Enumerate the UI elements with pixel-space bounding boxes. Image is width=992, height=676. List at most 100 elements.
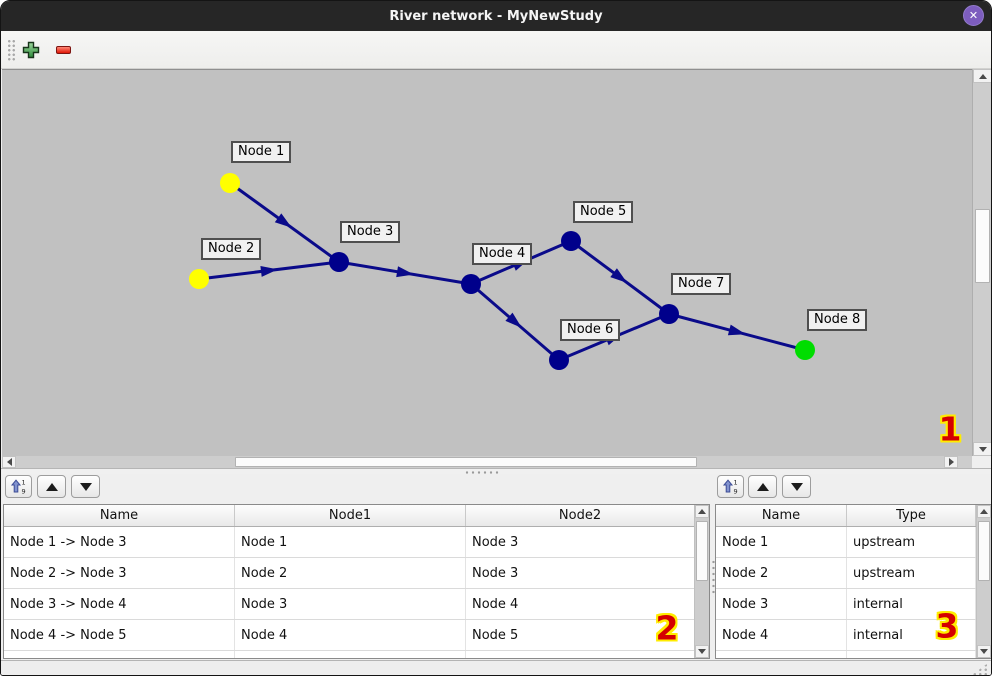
node-label[interactable]: Node 5: [573, 201, 634, 223]
scroll-up-button[interactable]: [977, 505, 991, 518]
nodes-sort-button[interactable]: 1 9: [717, 475, 744, 498]
arrow-right-icon: [948, 458, 954, 466]
table-cell: Node 5: [466, 620, 695, 650]
node-label[interactable]: Node 3: [340, 221, 401, 243]
move-up-icon: [45, 482, 58, 491]
add-button[interactable]: [18, 37, 44, 63]
edge-arrow-icon: [727, 324, 746, 336]
graph-node[interactable]: [220, 173, 240, 193]
splitter-handle-icon: [712, 559, 715, 597]
edges-move-down-button[interactable]: [71, 475, 100, 498]
graph-node[interactable]: [329, 252, 349, 272]
graph-node[interactable]: [795, 340, 815, 360]
splitter-handle-icon: [464, 471, 500, 474]
table-cell: [847, 651, 976, 658]
vscroll-thumb[interactable]: [975, 209, 990, 283]
arrow-down-icon: [980, 649, 988, 654]
scroll-up-button[interactable]: [973, 69, 991, 83]
vscroll-thumb[interactable]: [696, 521, 708, 581]
node-label[interactable]: Node 6: [560, 319, 621, 341]
column-header-type[interactable]: Type: [847, 505, 976, 526]
remove-button[interactable]: [50, 37, 76, 63]
table-cell: Node 4: [716, 620, 847, 650]
main-toolbar: [1, 31, 991, 69]
scroll-down-button[interactable]: [695, 645, 709, 658]
status-strip: [1, 660, 991, 675]
pane-splitter-horizontal[interactable]: [1, 468, 991, 474]
scroll-down-button[interactable]: [977, 645, 991, 658]
node-label[interactable]: Node 4: [472, 243, 533, 265]
resize-grip[interactable]: [972, 663, 988, 675]
canvas-hscrollbar[interactable]: [2, 456, 972, 468]
arrow-up-icon: [698, 509, 706, 514]
edges-table-vscrollbar[interactable]: [694, 505, 709, 658]
edges-move-up-button[interactable]: [37, 475, 66, 498]
close-icon: ✕: [968, 9, 979, 22]
toolbar-drag-handle[interactable]: [7, 39, 16, 62]
table-cell: Node 3: [466, 527, 695, 557]
table-cell: [235, 651, 466, 658]
scroll-down-button[interactable]: [973, 442, 991, 456]
table-cell: [466, 651, 695, 658]
scroll-up-button[interactable]: [695, 505, 709, 518]
hscroll-thumb[interactable]: [235, 457, 697, 467]
pane-splitter-vertical[interactable]: [710, 474, 716, 660]
vscroll-thumb[interactable]: [978, 521, 990, 581]
move-up-icon: [756, 482, 769, 491]
graph-node[interactable]: [659, 304, 679, 324]
table-cell: Node 3: [466, 558, 695, 588]
table-cell: upstream: [847, 558, 976, 588]
table-row-partial: [716, 651, 991, 658]
graph-node[interactable]: [561, 231, 581, 251]
scroll-right-button[interactable]: [944, 456, 958, 468]
edge-arrow-icon: [260, 266, 278, 277]
arrow-up-icon: [978, 73, 987, 79]
canvas-vscrollbar[interactable]: [972, 69, 991, 456]
edges-sort-button[interactable]: 1 9: [5, 475, 32, 498]
svg-text:1: 1: [734, 479, 738, 487]
column-header-node1[interactable]: Node1: [235, 505, 466, 526]
close-button[interactable]: ✕: [963, 5, 984, 26]
table-cell: Node 3 -> Node 4: [4, 589, 235, 619]
sort-ascending-icon: 1 9: [10, 479, 26, 495]
nodes-move-up-button[interactable]: [748, 475, 777, 498]
title-bar[interactable]: River network - MyNewStudy ✕: [1, 1, 991, 31]
edge-arrow-icon: [274, 213, 292, 228]
column-header-name[interactable]: Name: [4, 505, 235, 526]
graph-node[interactable]: [461, 274, 481, 294]
plus-icon: [22, 41, 40, 59]
node-label[interactable]: Node 2: [201, 238, 262, 260]
node-label[interactable]: Node 1: [231, 141, 292, 163]
table-cell: [4, 651, 235, 658]
network-canvas[interactable]: Node 1 Node 2 Node 3 Node 4 Node 5 Node 6 Node…: [2, 69, 972, 456]
sort-ascending-icon: 1 9: [722, 479, 738, 495]
table-cell: Node 4: [235, 620, 466, 650]
column-header-node2[interactable]: Node2: [466, 505, 695, 526]
table-cell: Node 3: [235, 589, 466, 619]
table-cell: Node 2: [716, 558, 847, 588]
table-cell: upstream: [847, 527, 976, 557]
column-header-name[interactable]: Name: [716, 505, 847, 526]
scroll-left-button[interactable]: [2, 456, 16, 468]
node-label[interactable]: Node 8: [807, 309, 868, 331]
move-down-icon: [790, 482, 803, 491]
table-cell: Node 4 -> Node 5: [4, 620, 235, 650]
node-label[interactable]: Node 7: [671, 273, 732, 295]
edge-arrow-icon: [396, 266, 414, 278]
nodes-table-vscrollbar[interactable]: [976, 505, 991, 658]
graph-node[interactable]: [549, 350, 569, 370]
nodes-move-down-button[interactable]: [782, 475, 811, 498]
graph-node[interactable]: [189, 269, 209, 289]
